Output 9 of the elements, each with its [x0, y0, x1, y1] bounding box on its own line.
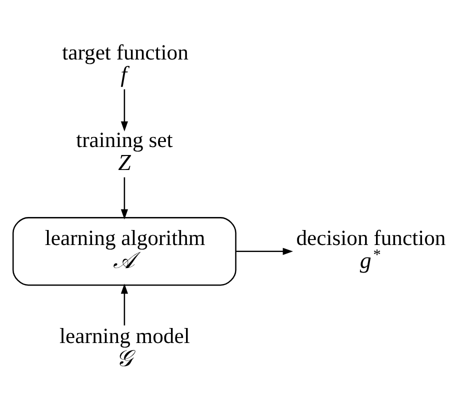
node-text: target function f	[62, 40, 188, 87]
arrow	[236, 247, 293, 254]
arrow	[120, 283, 128, 325]
arrow	[120, 88, 128, 132]
arrow	[120, 176, 128, 219]
node-text: learning model 𝒢	[60, 324, 190, 370]
node-text: decision function g$^{*}$	[296, 226, 446, 272]
node-text: training set Z	[76, 128, 173, 174]
node-box: learning algorithm 𝒜	[12, 216, 236, 286]
